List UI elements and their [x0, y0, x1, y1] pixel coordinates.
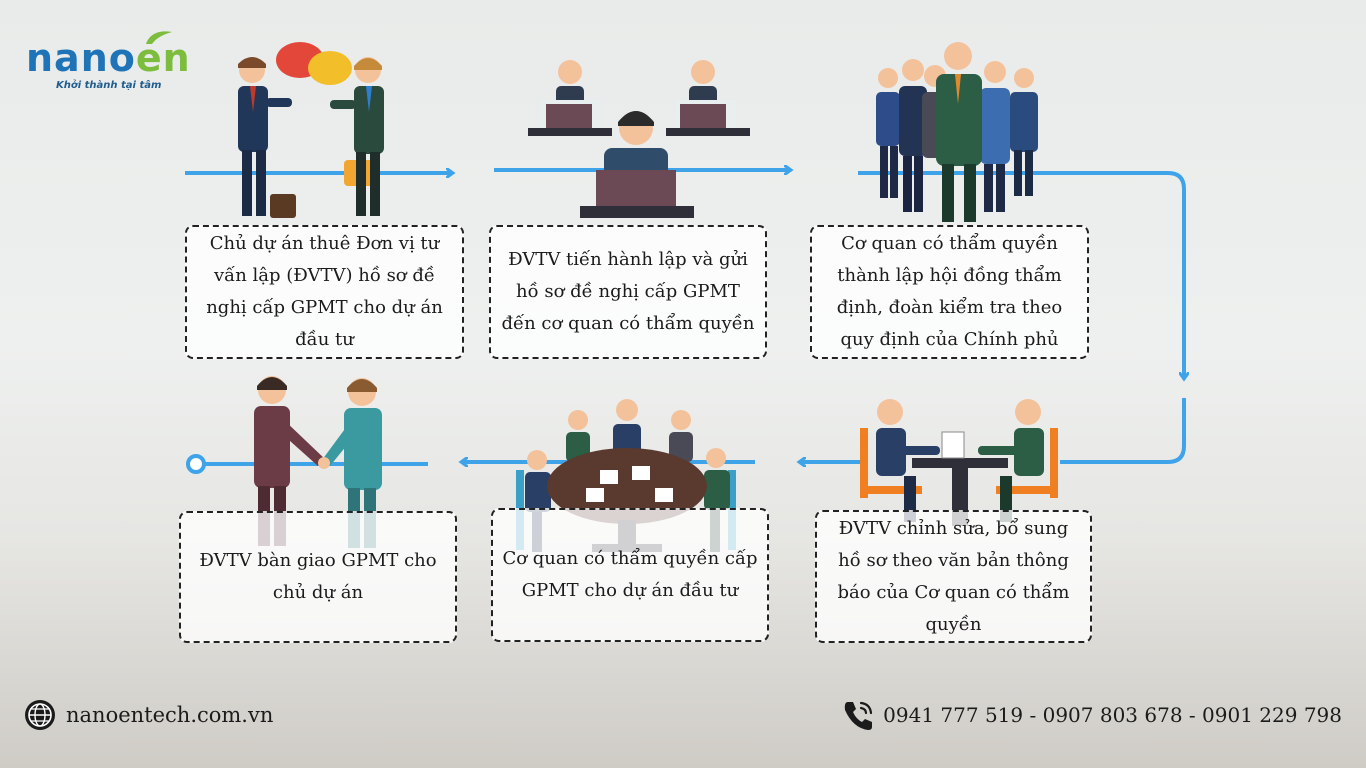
step-box-6: ĐVTV bàn giao GPMT cho chủ dự án [179, 511, 457, 643]
phone-icon [844, 701, 873, 730]
website-url[interactable]: nanoentech.com.vn [66, 703, 274, 727]
step-box-5: Cơ quan có thẩm quyền cấp GPMT cho dự án… [491, 508, 769, 642]
brand-logo: nanoen Khởi thành tại tâm [26, 31, 216, 96]
step-text: ĐVTV tiến hành lập và gửi hồ sơ đề nghị … [501, 249, 755, 334]
two-businessmen-talking-icon [238, 42, 384, 218]
leaf-icon [146, 31, 172, 44]
two-people-at-desk-icon [860, 399, 1058, 526]
step-box-2: ĐVTV tiến hành lập và gửi hồ sơ đề nghị … [489, 225, 767, 359]
phone-numbers[interactable]: 0941 777 519 - 0907 803 678 - 0901 229 7… [883, 703, 1342, 727]
step-text: Cơ quan có thẩm quyền cấp GPMT cho dự án… [502, 548, 758, 601]
logo-tagline: Khởi thành tại tâm [56, 80, 162, 91]
step-text: ĐVTV chỉnh sửa, bổ sung hồ sơ theo văn b… [837, 517, 1070, 635]
globe-icon [25, 700, 55, 730]
step-box-3: Cơ quan có thẩm quyền thành lập hội đồng… [810, 225, 1089, 359]
step-box-4: ĐVTV chỉnh sửa, bổ sung hồ sơ theo văn b… [815, 510, 1092, 643]
arrow-step4-connector [1060, 398, 1186, 464]
group-of-people-icon [876, 42, 1038, 222]
step-text: ĐVTV bàn giao GPMT cho chủ dự án [199, 550, 437, 603]
flow-end-dot [186, 454, 206, 474]
footer-phones[interactable]: 0941 777 519 - 0907 803 678 - 0901 229 7… [841, 698, 1342, 732]
step-box-1: Chủ dự án thuê Đơn vị tư vấn lập (ĐVTV) … [185, 225, 464, 359]
logo-wordmark: nanoen [26, 36, 191, 80]
step-text: Cơ quan có thẩm quyền thành lập hội đồng… [836, 233, 1063, 350]
arrow-step3-to-step4 [858, 171, 1184, 378]
step-text: Chủ dự án thuê Đơn vị tư vấn lập (ĐVTV) … [206, 233, 443, 350]
people-at-laptops-icon [528, 60, 750, 218]
footer-website[interactable]: nanoentech.com.vn [24, 698, 273, 732]
